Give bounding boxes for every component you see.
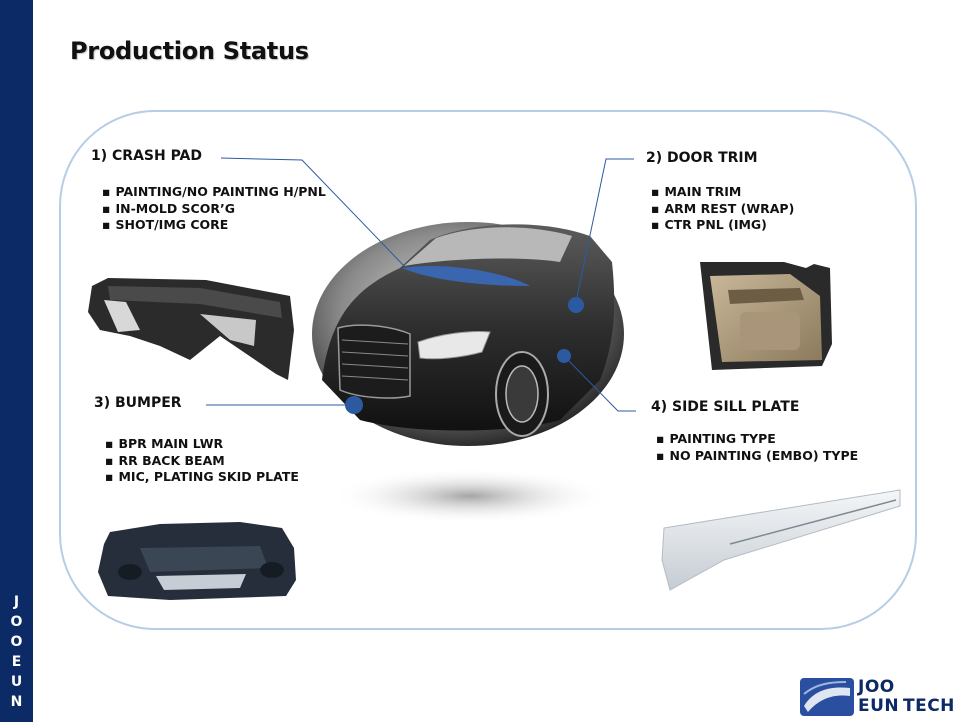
list-item: PAINTING TYPE <box>656 431 858 448</box>
door-trim-title: 2) DOOR TRIM <box>646 150 758 166</box>
sidebar-letter: N <box>10 694 23 710</box>
side-sill-title: 4) SIDE SILL PLATE <box>651 399 800 415</box>
door-trim-image <box>700 262 832 370</box>
bumper-title: 3) BUMPER <box>94 395 182 411</box>
crash-pad-image <box>88 278 294 380</box>
sidebar-letter: J <box>13 594 20 610</box>
list-item: CTR PNL (IMG) <box>651 217 794 234</box>
crash-pad-leader <box>220 157 407 269</box>
logo-text-tech: TECH <box>903 696 955 716</box>
car-headlight <box>417 331 491 360</box>
logo-text-joo: JOO <box>858 677 895 697</box>
bumper-list: BPR MAIN LWR RR BACK BEAM MIC, PLATING S… <box>105 436 299 486</box>
list-item: NO PAINTING (EMBO) TYPE <box>656 448 858 465</box>
door-trim-marker <box>568 297 584 313</box>
logo-text-eun: EUN <box>858 696 900 716</box>
list-item: ARM REST (WRAP) <box>651 201 794 218</box>
car-grille <box>337 324 411 399</box>
car-windshield <box>404 227 572 266</box>
list-item: IN-MOLD SCOR’G <box>102 201 326 218</box>
company-logo: JOO EUN TECH <box>800 676 960 718</box>
sidebar: J O O E U N <box>0 0 33 722</box>
side-sill-leader <box>563 355 636 412</box>
sidebar-letter: E <box>11 654 22 670</box>
crash-pad-marker <box>402 266 530 286</box>
list-item: PAINTING/NO PAINTING H/PNL <box>102 184 325 201</box>
crash-pad-title: 1) CRASH PAD <box>91 148 203 164</box>
side-sill-image <box>661 489 901 591</box>
side-sill-list: PAINTING TYPE NO PAINTING (EMBO) TYPE <box>656 431 858 464</box>
door-trim-leader <box>575 158 634 303</box>
door-trim-list: MAIN TRIM ARM REST (WRAP) CTR PNL (IMG) <box>651 184 794 234</box>
crash-pad-list: PAINTING/NO PAINTING H/PNL IN-MOLD SCOR’… <box>102 184 326 234</box>
page-title: Production Status <box>70 37 309 65</box>
logo-emblem-icon <box>800 678 854 716</box>
list-item: BPR MAIN LWR <box>105 436 299 453</box>
sidebar-letter: O <box>10 614 23 630</box>
list-item: MAIN TRIM <box>651 184 794 201</box>
car-shadow <box>330 468 610 524</box>
sidebar-letter: O <box>10 634 23 650</box>
sidebar-brand-letters: J O O E U N <box>0 592 33 712</box>
bumper-image <box>98 522 296 600</box>
list-item: MIC, PLATING SKID PLATE <box>105 469 298 486</box>
list-item: RR BACK BEAM <box>105 453 299 470</box>
list-item: SHOT/IMG CORE <box>102 217 326 234</box>
content-frame <box>59 110 917 630</box>
sidebar-letter: U <box>10 674 23 690</box>
